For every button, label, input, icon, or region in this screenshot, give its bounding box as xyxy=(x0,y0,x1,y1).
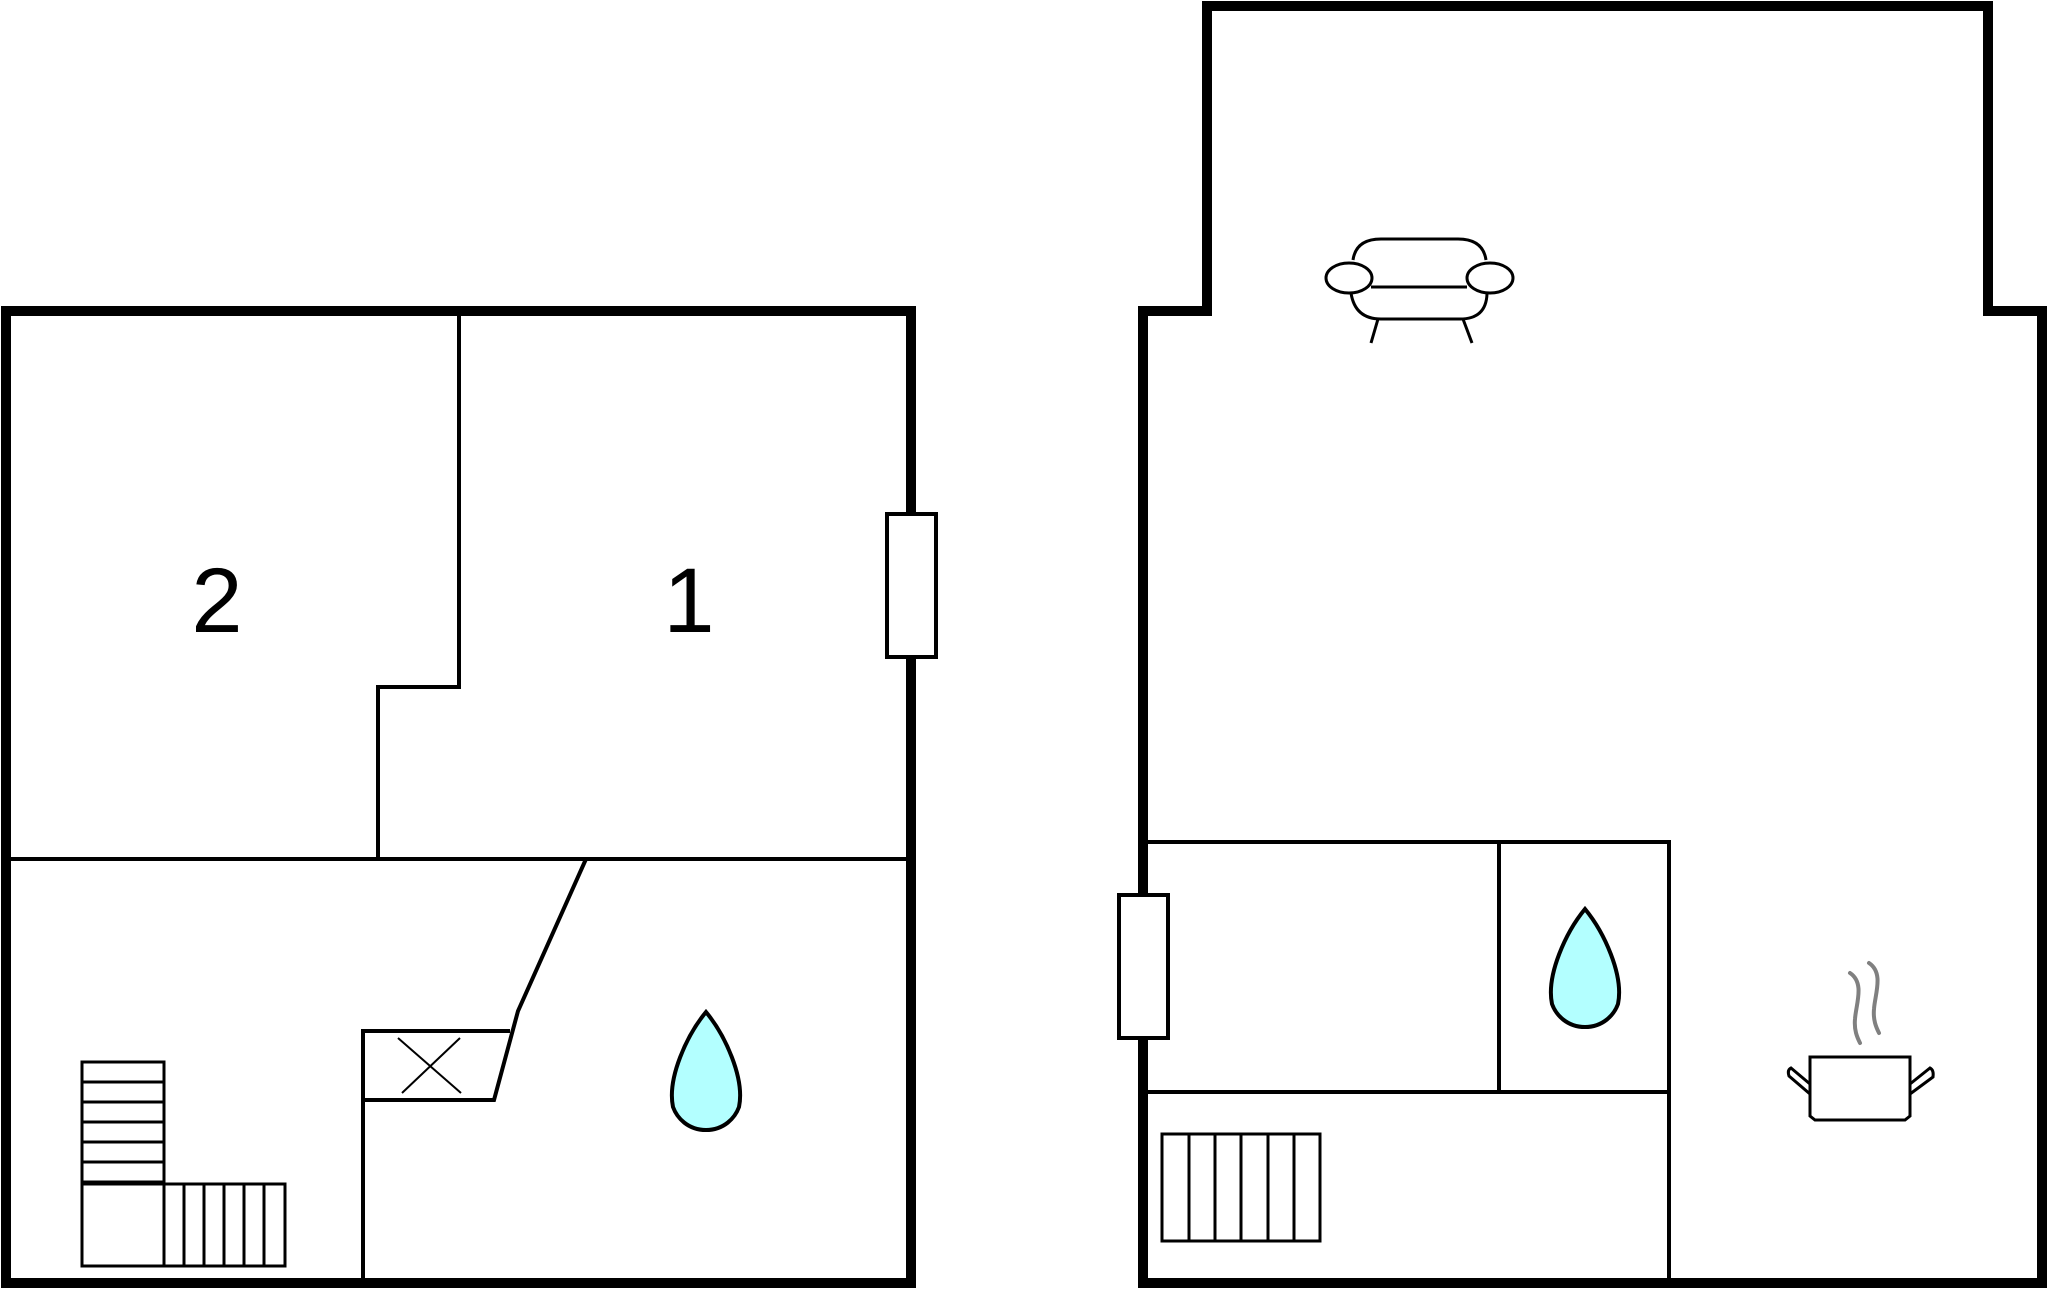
left-floor: 2 1 xyxy=(1,306,938,1288)
door-icon xyxy=(885,512,938,659)
bedroom-divider-wall xyxy=(376,311,461,859)
water-drop-icon xyxy=(669,1008,743,1133)
shaft-cross-b xyxy=(401,1037,461,1094)
staircase-icon xyxy=(1160,1132,1322,1243)
door-icon xyxy=(1117,893,1170,1040)
staircase-icon xyxy=(80,1060,287,1268)
bathroom-block-wall xyxy=(1143,840,1671,1283)
room-number-1: 1 xyxy=(663,550,714,652)
closet-wall xyxy=(361,1029,510,1283)
right-floor xyxy=(1117,1,2047,1288)
bathroom-angled-wall xyxy=(363,858,588,1102)
steam-left xyxy=(1848,971,1862,1045)
room-number-2: 2 xyxy=(191,550,242,652)
right-floor-outer-wall xyxy=(1138,1,2047,1288)
cooking-pot-icon xyxy=(1786,961,1935,1122)
water-drop-icon xyxy=(1548,905,1622,1030)
sofa-icon xyxy=(1324,237,1515,344)
steam-right xyxy=(1867,961,1881,1035)
shaft-cross-a xyxy=(397,1037,462,1094)
